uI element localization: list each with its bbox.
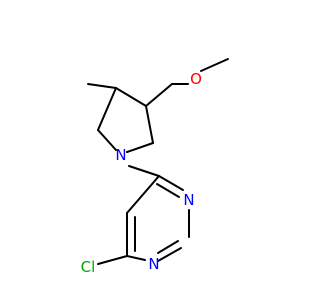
bond-c6-cl — [97, 255, 128, 265]
pyrimidine-nitrogen-lower-label: N — [148, 255, 159, 273]
chlorine-atom-label: Cl — [81, 258, 96, 276]
bond-n-pyrimidine — [128, 165, 160, 177]
bond-c2-n1-double — [157, 240, 179, 254]
bond-c3-c4 — [115, 87, 147, 107]
bond-n1-c6 — [126, 255, 146, 261]
bond-n-c2 — [97, 129, 117, 151]
pyrrolidine-nitrogen-label: N — [115, 146, 126, 164]
bond-c5-c4 — [126, 175, 160, 214]
bond-ring-ch2 — [145, 83, 173, 107]
bond-c4-n3 — [158, 175, 184, 191]
molecule-structure: O N N N Cl — [81, 58, 229, 276]
oxygen-atom-label: O — [190, 70, 202, 88]
bond-c2-c3 — [97, 87, 117, 131]
molecule-canvas: O N N N Cl — [80, 58, 229, 276]
bond-c2-n1 — [157, 247, 182, 262]
bond-c5-n — [126, 142, 154, 153]
pyrimidine-nitrogen-upper-label: N — [183, 191, 194, 209]
bond-methyl — [87, 83, 117, 89]
bond-c4-n3-double — [156, 183, 180, 198]
bond-c4-c5 — [145, 105, 154, 144]
bond-o-ch3 — [200, 58, 229, 72]
